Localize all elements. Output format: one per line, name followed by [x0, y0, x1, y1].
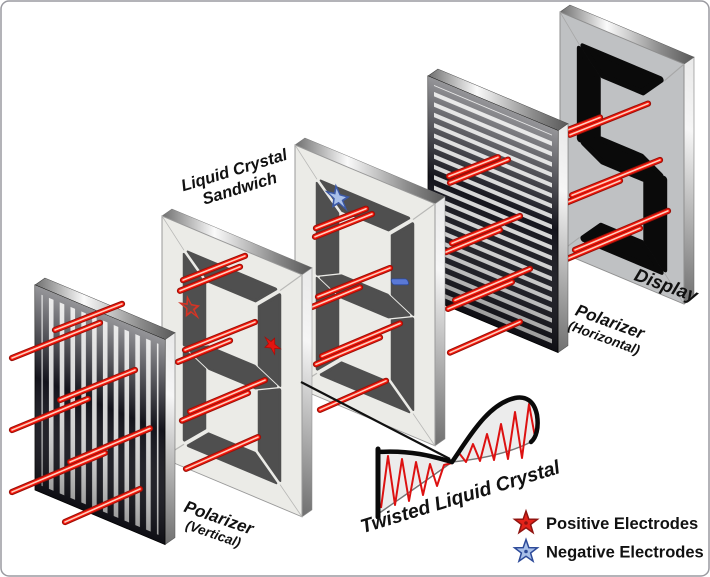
legend: Positive Electrodes Negative Electrodes	[513, 510, 704, 562]
polarizer-horizontal-panel	[427, 68, 569, 354]
polarizer-horizontal-shading	[428, 76, 558, 353]
polarizer-vertical-shading	[35, 285, 165, 545]
polarizer-vertical-right-edge	[164, 332, 176, 546]
liquid-crystal-cell-back	[294, 137, 446, 447]
seven-segment-digit-8	[182, 250, 282, 485]
light-rays-between-cells	[308, 205, 404, 413]
twisted-crystal-pointer-line	[300, 381, 451, 460]
light-rays-to-display	[558, 100, 672, 262]
seven-segment-digit-8	[315, 179, 415, 414]
positive-electrodes-label: Positive Electrodes	[546, 515, 698, 533]
light-rays-incoming	[8, 300, 154, 526]
light-wave-right	[451, 403, 536, 464]
twisted-liquid-crystal-ribbon	[375, 395, 540, 520]
lcd-back-right-edge	[434, 196, 446, 447]
light-rays-vpolarizer-to-cell	[174, 252, 269, 472]
polarizer-vertical-panel	[34, 277, 176, 546]
legend-item-negative: Negative Electrodes	[513, 538, 704, 562]
light-wave-left	[380, 455, 453, 509]
display-panel-right-edge	[683, 56, 695, 305]
legend-item-positive: Positive Electrodes	[513, 510, 698, 534]
lcd-front-right-edge	[301, 267, 313, 518]
negative-electrode-contact	[390, 278, 409, 286]
light-rays-cell-to-hpolarizer	[442, 154, 534, 356]
negative-electrodes-label: Negative Electrodes	[546, 544, 704, 562]
polarizer-horizontal-right-edge	[557, 123, 569, 354]
